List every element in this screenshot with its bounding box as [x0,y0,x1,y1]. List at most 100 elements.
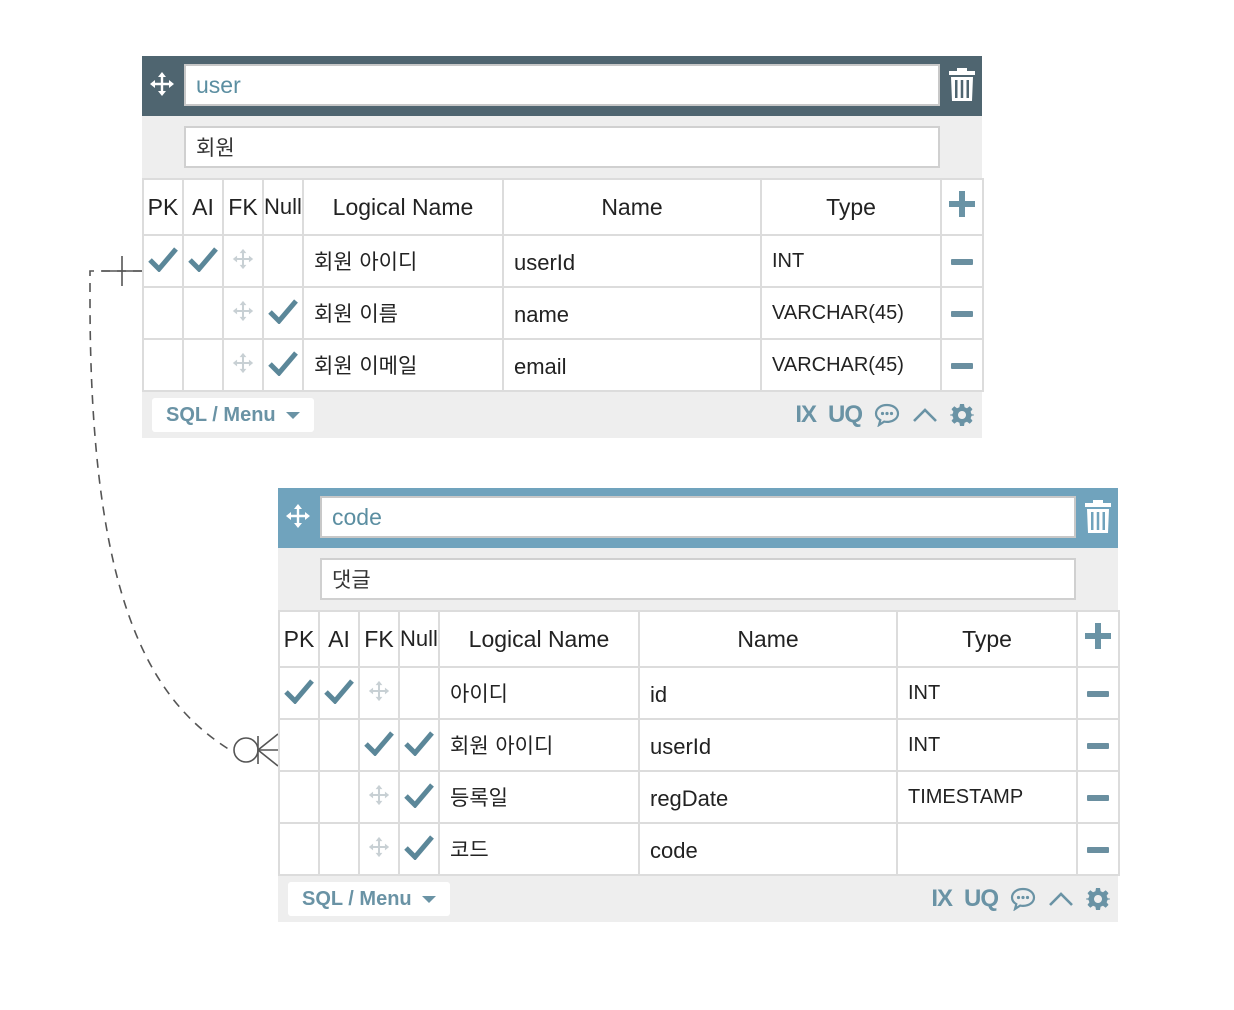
ai-cell[interactable] [318,770,360,824]
pk-cell[interactable] [142,286,184,340]
null-cell[interactable] [262,286,304,340]
logical-name-cell[interactable]: 코드 [438,822,640,876]
null-cell[interactable] [262,234,304,288]
unique-button[interactable]: UQ [828,401,863,428]
trash-icon[interactable] [946,66,978,104]
logical-name-cell[interactable]: 등록일 [438,770,640,824]
table-comment-input[interactable] [320,558,1076,600]
remove-column-icon[interactable] [951,311,973,317]
type-cell[interactable]: INT [760,234,942,288]
fk-move-icon[interactable] [232,248,254,275]
name-cell[interactable]: code [638,822,898,876]
fk-check-icon[interactable] [364,730,394,761]
ai-check-icon[interactable] [188,246,218,277]
add-column-icon[interactable] [948,190,976,224]
logical-name-cell[interactable]: 회원 이메일 [302,338,504,392]
columns-table: PK AI FK Null Logical Name Name Type 아이디… [278,610,1120,876]
logical-name-cell[interactable]: 아이디 [438,666,640,720]
pk-check-icon[interactable] [148,246,178,277]
null-check-icon[interactable] [404,730,434,761]
table-name-input[interactable] [320,496,1076,538]
remove-column-icon[interactable] [1087,691,1109,697]
pk-check-icon[interactable] [284,678,314,709]
name-cell[interactable]: id [638,666,898,720]
pk-cell[interactable] [142,234,184,288]
unique-button[interactable]: UQ [964,885,999,912]
type-cell[interactable]: INT [896,666,1078,720]
name-cell[interactable]: name [502,286,762,340]
null-cell[interactable] [398,718,440,772]
fk-move-icon[interactable] [232,300,254,327]
index-button[interactable]: IX [931,885,953,912]
fk-move-icon[interactable] [368,784,390,811]
null-check-icon[interactable] [268,350,298,381]
gear-icon[interactable] [1086,887,1110,911]
move-icon[interactable] [148,70,176,98]
pk-cell[interactable] [278,666,320,720]
table-code[interactable]: PK AI FK Null Logical Name Name Type 아이디… [278,488,1120,922]
logical-name-cell[interactable]: 회원 아이디 [438,718,640,772]
comment-icon[interactable] [1010,887,1036,911]
null-cell[interactable] [262,338,304,392]
type-cell[interactable]: VARCHAR(45) [760,338,942,392]
sql-menu-button[interactable]: SQL / Menu [152,398,314,432]
null-cell[interactable] [398,770,440,824]
fk-move-icon[interactable] [368,680,390,707]
name-cell[interactable]: email [502,338,762,392]
fk-cell[interactable] [222,234,264,288]
fk-move-icon[interactable] [232,352,254,379]
remove-column-icon[interactable] [1087,847,1109,853]
remove-column-icon[interactable] [951,259,973,265]
move-icon[interactable] [284,502,312,530]
remove-column-icon[interactable] [1087,795,1109,801]
collapse-icon[interactable] [1048,889,1074,909]
fk-cell[interactable] [358,770,400,824]
remove-column-icon[interactable] [1087,743,1109,749]
add-column-icon[interactable] [1084,622,1112,656]
pk-header: PK [278,610,320,668]
pk-cell[interactable] [278,718,320,772]
table-user[interactable]: PK AI FK Null Logical Name Name Type 회원 … [142,56,984,438]
logical-name-cell[interactable]: 회원 이름 [302,286,504,340]
fk-cell[interactable] [222,338,264,392]
pk-cell[interactable] [278,822,320,876]
ai-check-icon[interactable] [324,678,354,709]
type-cell[interactable] [896,822,1078,876]
fk-cell[interactable] [358,666,400,720]
trash-icon[interactable] [1082,498,1114,536]
name-cell[interactable]: userId [638,718,898,772]
sql-menu-button[interactable]: SQL / Menu [288,882,450,916]
comment-icon[interactable] [874,403,900,427]
pk-cell[interactable] [278,770,320,824]
type-cell[interactable]: INT [896,718,1078,772]
null-check-icon[interactable] [404,834,434,865]
fk-cell[interactable] [358,822,400,876]
gear-icon[interactable] [950,403,974,427]
name-cell[interactable]: userId [502,234,762,288]
ai-cell[interactable] [182,286,224,340]
comment-row [142,116,982,178]
index-button[interactable]: IX [795,401,817,428]
ai-cell[interactable] [182,338,224,392]
fk-cell[interactable] [222,286,264,340]
fk-cell[interactable] [358,718,400,772]
collapse-icon[interactable] [912,405,938,425]
ai-cell[interactable] [318,718,360,772]
table-name-input[interactable] [184,64,940,106]
ai-cell[interactable] [182,234,224,288]
fk-move-icon[interactable] [368,836,390,863]
footer-tools: IX UQ [931,882,1110,916]
name-cell[interactable]: regDate [638,770,898,824]
null-check-icon[interactable] [404,782,434,813]
type-cell[interactable]: TIMESTAMP [896,770,1078,824]
logical-name-cell[interactable]: 회원 아이디 [302,234,504,288]
table-comment-input[interactable] [184,126,940,168]
ai-cell[interactable] [318,666,360,720]
pk-cell[interactable] [142,338,184,392]
ai-cell[interactable] [318,822,360,876]
remove-column-icon[interactable] [951,363,973,369]
null-check-icon[interactable] [268,298,298,329]
null-cell[interactable] [398,666,440,720]
null-cell[interactable] [398,822,440,876]
type-cell[interactable]: VARCHAR(45) [760,286,942,340]
